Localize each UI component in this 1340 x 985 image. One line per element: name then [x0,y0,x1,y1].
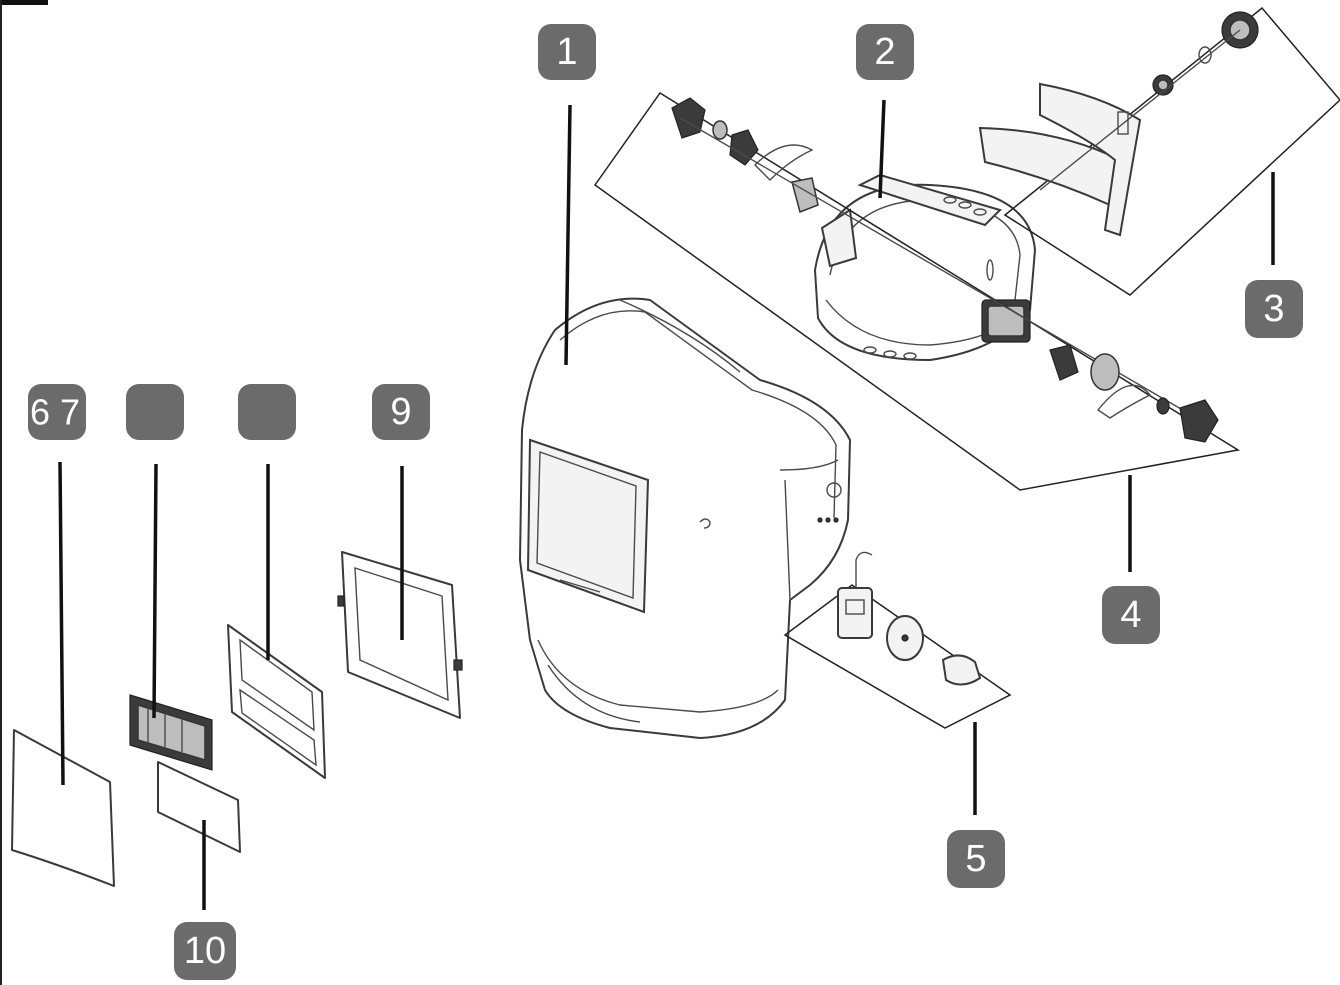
callout-1: 1 [538,24,596,80]
callout-6-7-8: 6 7 8 [28,384,184,440]
lens-frame [337,551,463,719]
callout-4-badge [1102,586,1160,644]
callout-1-badge [538,24,596,80]
callout-3-badge [1245,280,1303,338]
callout-9: 9 [372,384,430,440]
adjustment-hardware [593,91,1241,491]
callout-5: 5 [947,830,1005,888]
filter-cartridge [129,694,213,771]
sweatband-assembly [978,6,1340,296]
helmet-shell [519,297,851,739]
callout-4: 4 [1102,586,1160,644]
corner-mark [0,0,48,5]
leader-lines [58,99,1275,910]
callout-10-label: 10 [184,930,226,972]
callout-3-label: 3 [1263,288,1284,330]
callout-2: 2 [856,24,914,80]
callout-5-label: 5 [965,838,986,880]
callout-6-badge [28,384,86,440]
inner-cover-lens [157,761,241,853]
callout-2-label: 2 [874,31,895,73]
cartridge-holder [227,624,326,779]
callout-10-badge [174,922,236,980]
callout-9-label: 9 [390,391,411,433]
callout-6-label: 6 7 8 [30,392,110,433]
callout-3: 3 [1245,280,1303,338]
callout-5-badge [947,830,1005,888]
callout-10: 10 [174,922,236,980]
callout-2-badge [856,24,914,80]
callout-7-badge [126,384,184,440]
callout-4-label: 4 [1120,594,1141,636]
callout-8 [238,384,296,440]
callout-8-badge [238,384,296,440]
outer-cover-lens [11,729,115,887]
headband [814,173,1036,361]
callout-1-label: 1 [556,31,577,73]
callout-9-badge [372,384,430,440]
side-control-assembly [783,551,1012,729]
